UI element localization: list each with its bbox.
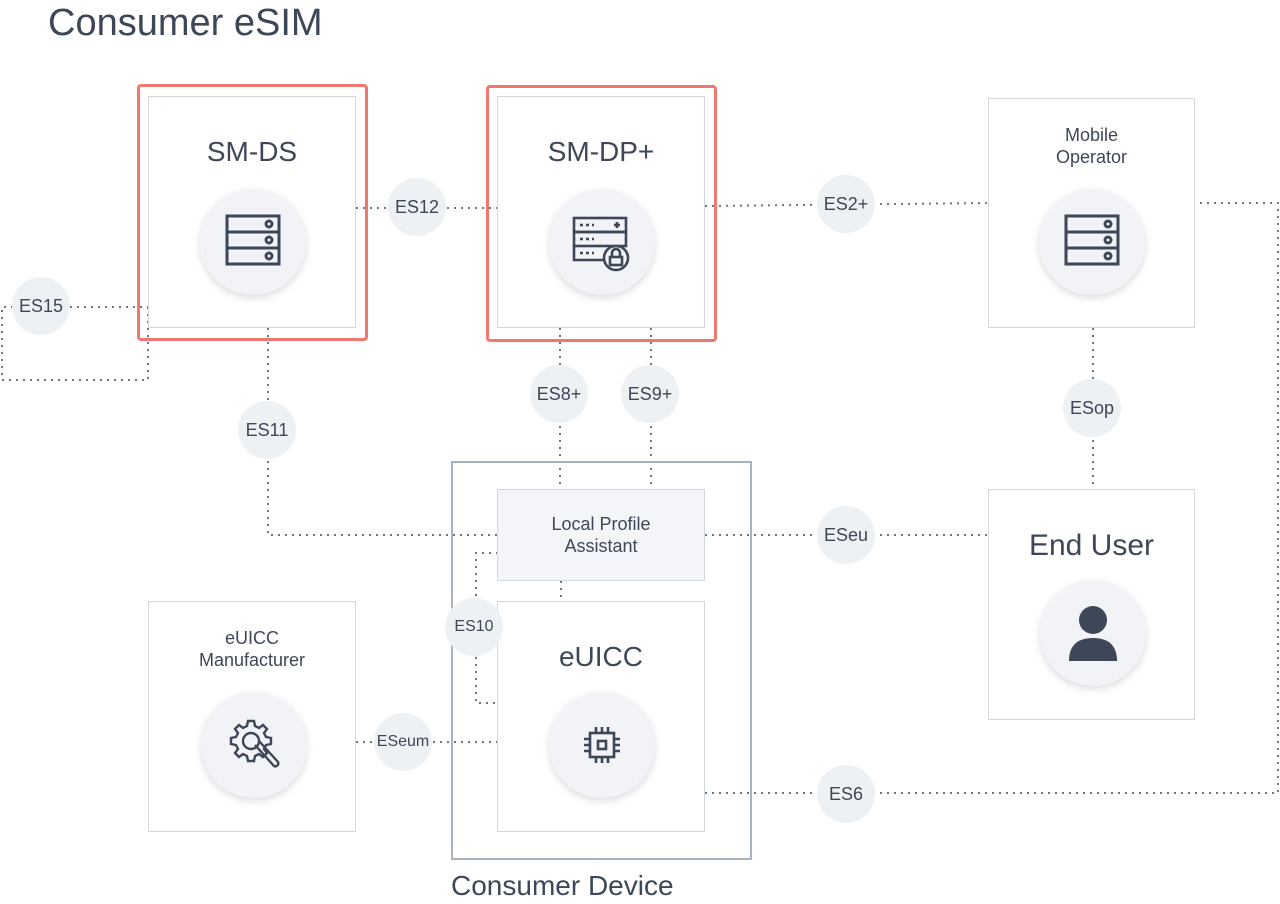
- mobile-operator-node[interactable]: Mobile Operator: [988, 98, 1195, 328]
- interface-eseum: ESeum: [374, 713, 432, 771]
- interface-es2plus: ES2+: [817, 175, 875, 233]
- secure-server-icon: [572, 216, 630, 272]
- euicc-node[interactable]: eUICC: [497, 601, 705, 832]
- interface-es12: ES12: [388, 178, 446, 236]
- consumer-device-label: Consumer Device: [451, 870, 674, 901]
- gear-wrench-icon-circle: [201, 692, 307, 798]
- secure-server-icon-circle: [549, 189, 655, 295]
- consumer-device-boundary: [451, 461, 752, 860]
- interface-esop: ESop: [1063, 379, 1121, 437]
- interface-es8plus: ES8+: [530, 365, 588, 423]
- server-icon: [1064, 214, 1120, 266]
- interface-es10: ES10: [445, 598, 503, 656]
- interface-es9plus: ES9+: [621, 365, 679, 423]
- smdp-highlight: [486, 85, 717, 342]
- server-icon: [225, 214, 281, 266]
- operator-server-icon-circle: [1039, 189, 1145, 295]
- gear-wrench-icon: [229, 719, 280, 768]
- mobile-operator-label: Mobile Operator: [1055, 125, 1128, 167]
- person-icon: [1069, 606, 1117, 661]
- smdp-label: SM-DP+: [547, 136, 655, 167]
- smds-label: SM-DS: [206, 136, 298, 167]
- lpa-label: Local Profile Assistant: [551, 513, 651, 557]
- lpa-node[interactable]: Local Profile Assistant: [497, 489, 705, 581]
- person-icon-circle: [1040, 580, 1146, 686]
- smds-highlight: [137, 84, 368, 341]
- euicc-manufacturer-label: eUICC Manufacturer: [198, 628, 306, 670]
- euicc-label: eUICC: [558, 641, 643, 672]
- chip-icon: [584, 727, 620, 763]
- diagram-title: Consumer eSIM: [48, 2, 323, 44]
- interface-es15: ES15: [12, 277, 70, 335]
- interface-eseu: ESeu: [817, 506, 875, 564]
- line-es15: [1, 306, 149, 381]
- end-user-label: End User: [1028, 529, 1155, 562]
- line-es6: [705, 202, 1279, 794]
- euicc-manufacturer-node[interactable]: eUICC Manufacturer: [148, 601, 356, 832]
- server-icon-circle: [200, 189, 306, 295]
- interface-es11: ES11: [238, 401, 296, 459]
- chip-icon-circle: [549, 692, 655, 798]
- smdp-node[interactable]: SM-DP+: [497, 96, 705, 328]
- line-es10: [475, 552, 498, 704]
- smds-node[interactable]: SM-DS: [148, 96, 356, 328]
- interface-es6: ES6: [817, 765, 875, 823]
- end-user-node[interactable]: End User: [988, 489, 1195, 720]
